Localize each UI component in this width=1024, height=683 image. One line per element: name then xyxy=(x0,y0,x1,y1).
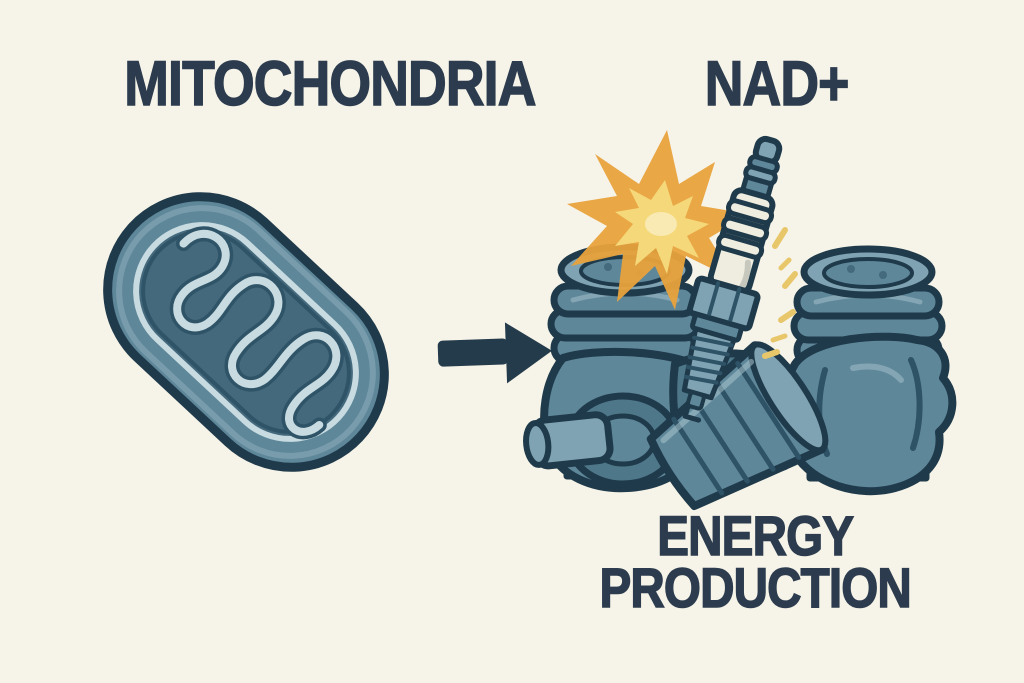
label-energy-line1: ENERGY xyxy=(656,504,854,567)
arrow-right-icon xyxy=(437,322,552,384)
label-energy-line2: PRODUCTION xyxy=(599,556,913,619)
label-energy-production: ENERGY PRODUCTION xyxy=(545,504,965,619)
spark-plug-electrode xyxy=(685,390,706,411)
mitochondrion-illustration xyxy=(103,192,389,472)
label-mitochondria: MITOCHONDRIA xyxy=(88,48,537,120)
mitochondrion-cristae xyxy=(169,226,344,440)
crankshaft-stub xyxy=(523,411,614,470)
label-energy-production-text: ENERGY PRODUCTION xyxy=(599,504,913,619)
label-nad-plus: NAD+ xyxy=(662,48,892,120)
arrow-head xyxy=(504,322,552,384)
spark-burst-icon xyxy=(567,130,749,310)
arrow-shaft xyxy=(437,338,509,367)
mitochondrion-membrane-highlight xyxy=(116,205,376,459)
mitochondrion-body xyxy=(103,192,389,472)
mitochondrion-matrix-edge xyxy=(141,230,351,434)
crank-cone xyxy=(646,341,829,511)
label-mitochondria-text: MITOCHONDRIA xyxy=(124,48,537,120)
label-nad-plus-text: NAD+ xyxy=(704,48,850,120)
engine-illustration xyxy=(523,130,957,511)
spark-dashes-icon xyxy=(762,227,798,359)
spark-plug-icon xyxy=(681,135,783,423)
